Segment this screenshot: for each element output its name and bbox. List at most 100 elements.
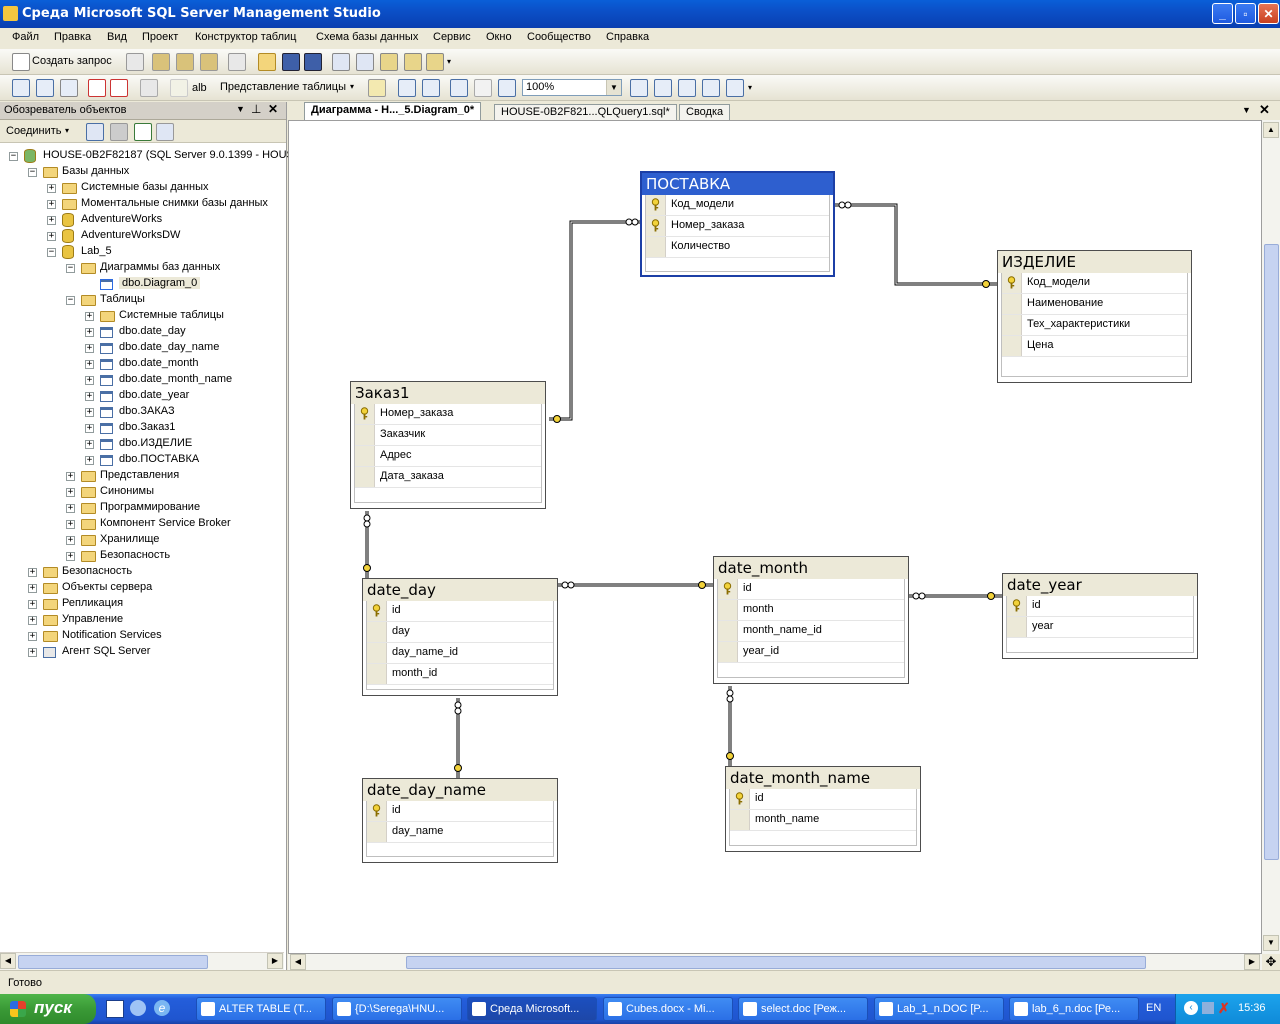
refresh-icon[interactable] bbox=[134, 123, 152, 141]
diagram-column-row[interactable]: Цена bbox=[1002, 336, 1187, 357]
row-selector[interactable] bbox=[367, 622, 387, 642]
diagram-column-row[interactable]: Наименование bbox=[1002, 294, 1187, 315]
tree-node[interactable]: +dbo.date_day bbox=[0, 324, 284, 340]
expand-icon[interactable]: + bbox=[85, 359, 94, 369]
tree-node[interactable]: +Объекты сервера bbox=[0, 580, 284, 596]
expand-icon[interactable]: + bbox=[85, 407, 94, 417]
row-selector[interactable] bbox=[718, 600, 738, 620]
tree-node[interactable]: +Компонент Service Broker bbox=[0, 516, 284, 532]
arrange-tables-icon[interactable] bbox=[398, 79, 416, 97]
menu-project[interactable]: Проект bbox=[142, 31, 179, 43]
diagram-column-row[interactable]: year bbox=[1007, 617, 1193, 638]
tray-expand-icon[interactable]: ‹ bbox=[1184, 1001, 1198, 1015]
tree-node[interactable]: +Представления bbox=[0, 468, 284, 484]
menu-community[interactable]: Сообщество bbox=[527, 31, 591, 43]
tree-node[interactable]: +Агент SQL Server bbox=[0, 644, 284, 660]
tree-node[interactable]: +Хранилище bbox=[0, 532, 284, 548]
tab-diagram[interactable]: Диаграмма - H..._5.Diagram_0* bbox=[304, 102, 482, 120]
expand-icon[interactable]: + bbox=[85, 439, 94, 449]
zoom-chevron-down-icon[interactable]: ▼ bbox=[606, 80, 621, 95]
expand-icon[interactable]: + bbox=[85, 375, 94, 385]
expand-icon[interactable]: + bbox=[47, 199, 56, 209]
zoom-combo[interactable]: 100% ▼ bbox=[522, 79, 622, 96]
diagram-table-title[interactable]: date_day_name bbox=[363, 779, 557, 801]
xml-indexes-icon[interactable] bbox=[702, 79, 720, 97]
tree-node[interactable]: +Безопасность bbox=[0, 548, 284, 564]
rel-izdelie-postavka[interactable] bbox=[835, 203, 997, 286]
oe-close-icon[interactable]: ✕ bbox=[268, 102, 279, 116]
tree-node[interactable]: −Таблицы bbox=[0, 292, 284, 308]
tree-node[interactable]: +Репликация bbox=[0, 596, 284, 612]
taskbar-item[interactable]: Lab_1_n.DOC [P... bbox=[874, 997, 1004, 1021]
expand-icon[interactable]: + bbox=[66, 503, 75, 513]
menu-tools[interactable]: Сервис bbox=[433, 31, 471, 43]
expand-icon[interactable]: + bbox=[28, 615, 37, 625]
menu-help[interactable]: Справка bbox=[606, 31, 650, 43]
diagram-vertical-scrollbar[interactable]: ▲ ▼ bbox=[1262, 120, 1280, 954]
tree-node[interactable]: −HOUSE-0B2F82187 (SQL Server 9.0.1399 - … bbox=[0, 148, 294, 164]
diagram-column-row[interactable]: Тех_характеристики bbox=[1002, 315, 1187, 336]
toolbar2-overflow-icon[interactable]: ▾ bbox=[748, 83, 753, 92]
mdx-query-icon[interactable] bbox=[152, 53, 170, 71]
expand-icon[interactable]: + bbox=[28, 599, 37, 609]
quicklaunch-ie-icon[interactable]: e bbox=[154, 1000, 170, 1016]
oe-dropdown-icon[interactable]: ▼ bbox=[236, 104, 245, 114]
menu-window[interactable]: Окно bbox=[486, 31, 512, 43]
maximize-button[interactable]: ▫ bbox=[1235, 3, 1256, 24]
taskbar-item[interactable]: Среда Microsoft... bbox=[467, 997, 597, 1021]
tree-node[interactable]: +dbo.date_year bbox=[0, 388, 284, 404]
diagram-column-row[interactable]: id bbox=[367, 601, 553, 622]
xmla-query-icon[interactable] bbox=[200, 53, 218, 71]
filter-icon[interactable] bbox=[156, 123, 174, 141]
diagram-column-row[interactable]: day_name_id bbox=[367, 643, 553, 664]
oe-scroll-right-icon[interactable]: ▶ bbox=[267, 953, 283, 969]
row-selector[interactable] bbox=[646, 237, 666, 257]
tree-node[interactable]: +Системные таблицы bbox=[0, 308, 284, 324]
connect-button[interactable]: Соединить bbox=[6, 125, 62, 137]
view-page-breaks-icon[interactable] bbox=[474, 79, 492, 97]
tree-node[interactable]: +Моментальные снимки базы данных bbox=[0, 196, 284, 212]
recalculate-page-breaks-icon[interactable] bbox=[498, 79, 516, 97]
row-selector[interactable] bbox=[1002, 315, 1022, 335]
toolbar-overflow-icon[interactable]: ▾ bbox=[447, 57, 452, 66]
diagram-column-row[interactable]: Дата_заказа bbox=[355, 467, 541, 488]
expand-icon[interactable]: + bbox=[28, 567, 37, 577]
add-related-tables-icon[interactable] bbox=[60, 79, 78, 97]
new-file-icon[interactable] bbox=[126, 53, 144, 71]
diagram-column-row[interactable]: Заказчик bbox=[355, 425, 541, 446]
tab-summary[interactable]: Сводка bbox=[679, 104, 731, 120]
diagram-table-title[interactable]: ИЗДЕЛИЕ bbox=[998, 251, 1191, 273]
diagram-table-title[interactable]: date_day bbox=[363, 579, 557, 601]
quicklaunch-desktop-icon[interactable] bbox=[106, 1000, 124, 1018]
diagram-column-row[interactable]: Код_модели bbox=[1002, 273, 1187, 294]
diagram-table-title[interactable]: Заказ1 bbox=[351, 382, 545, 404]
diagram-column-row[interactable]: year_id bbox=[718, 642, 904, 663]
tree-node[interactable]: +AdventureWorksDW bbox=[0, 228, 284, 244]
row-selector[interactable] bbox=[367, 643, 387, 663]
expand-icon[interactable]: + bbox=[47, 231, 56, 241]
oe-scroll-left-icon[interactable]: ◀ bbox=[0, 953, 16, 969]
diagram-column-row[interactable]: id bbox=[718, 579, 904, 600]
menu-database-diagram[interactable]: Схема базы данных bbox=[316, 31, 419, 43]
tree-node[interactable]: +Управление bbox=[0, 612, 284, 628]
tab-query[interactable]: HOUSE-0B2F821...QLQuery1.sql* bbox=[494, 104, 677, 120]
collapse-icon[interactable]: − bbox=[28, 167, 37, 177]
expand-icon[interactable]: + bbox=[66, 519, 75, 529]
rename-icon[interactable]: alb bbox=[192, 82, 207, 94]
template-explorer-icon[interactable] bbox=[380, 53, 398, 71]
stop-icon[interactable] bbox=[110, 123, 128, 141]
oe-scroll-thumb[interactable] bbox=[18, 955, 208, 969]
tree-node[interactable]: +dbo.date_day_name bbox=[0, 340, 284, 356]
diagram-column-row[interactable]: month_name_id bbox=[718, 621, 904, 642]
row-selector[interactable] bbox=[355, 446, 375, 466]
row-selector[interactable] bbox=[355, 425, 375, 445]
start-button[interactable]: пуск bbox=[0, 994, 96, 1024]
scroll-up-icon[interactable]: ▲ bbox=[1263, 122, 1279, 138]
menu-edit[interactable]: Правка bbox=[54, 31, 92, 43]
relationships-icon[interactable] bbox=[630, 79, 648, 97]
expand-icon[interactable]: + bbox=[28, 647, 37, 657]
expand-icon[interactable]: + bbox=[28, 631, 37, 641]
